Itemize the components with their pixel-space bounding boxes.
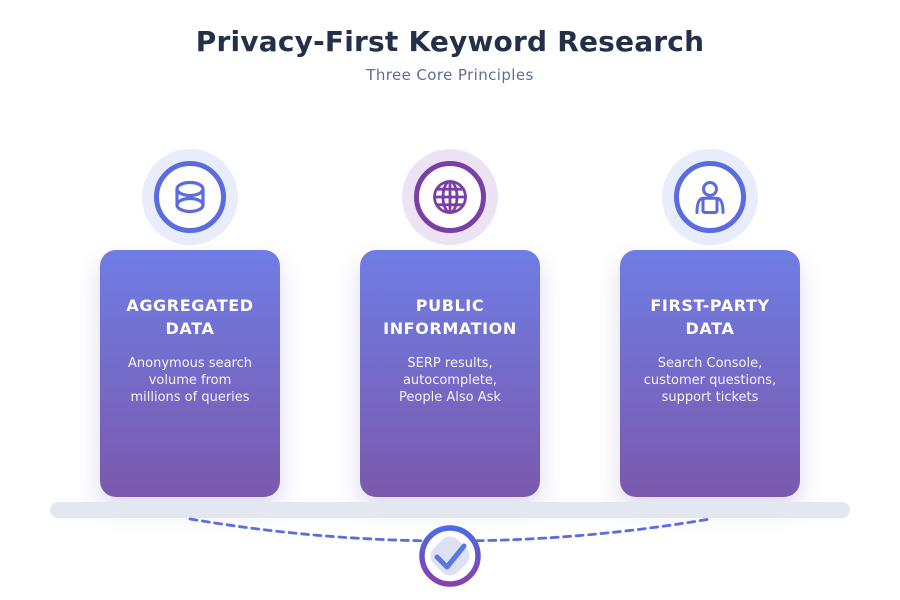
principle-column-aggregated-data: AGGREGATED DATA Anonymous search volume … [100, 149, 280, 497]
checkmark-icon [419, 525, 481, 587]
card-title: AGGREGATED DATA [126, 296, 254, 339]
globe-icon [402, 149, 498, 245]
card-title: FIRST-PARTY DATA [650, 296, 770, 339]
page-subtitle: Three Core Principles [366, 66, 534, 84]
principle-card: FIRST-PARTY DATA Search Console, custome… [620, 250, 800, 497]
card-description: SERP results, autocomplete, People Also … [399, 356, 501, 406]
page-title: Privacy-First Keyword Research [195, 25, 705, 58]
dashed-connector-line [188, 517, 712, 543]
person-icon [662, 149, 758, 245]
card-title: PUBLIC INFORMATION [383, 296, 517, 339]
principle-card: AGGREGATED DATA Anonymous search volume … [100, 250, 280, 497]
principle-column-public-information: PUBLIC INFORMATION SERP results, autocom… [360, 149, 540, 497]
base-bar [50, 502, 850, 518]
card-description: Anonymous search volume from millions of… [128, 356, 252, 406]
principle-card: PUBLIC INFORMATION SERP results, autocom… [360, 250, 540, 497]
database-icon [142, 149, 238, 245]
principle-column-first-party-data: FIRST-PARTY DATA Search Console, custome… [620, 149, 800, 497]
card-description: Search Console, customer questions, supp… [643, 356, 777, 406]
